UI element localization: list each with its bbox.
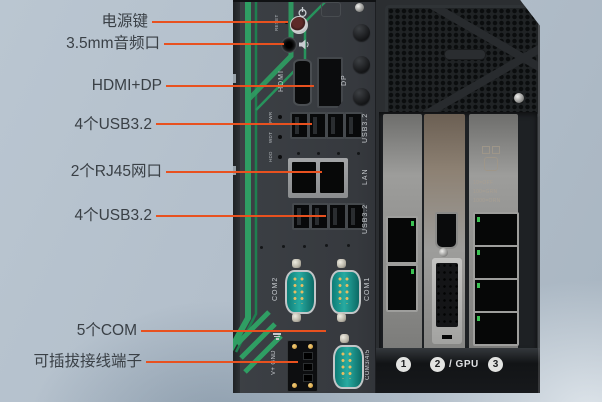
callout-line-com bbox=[141, 330, 326, 332]
com345-label: COM3/4/5 bbox=[365, 349, 371, 381]
callout-label-com: 5个COM bbox=[76, 322, 137, 339]
dp-label: DP bbox=[341, 74, 348, 86]
slot3-rj45-port bbox=[473, 311, 519, 346]
callout-label-terminal: 可插拔接线端子 bbox=[33, 353, 142, 370]
chassis-right-highlight bbox=[538, 24, 540, 393]
slot3-marker: 3 bbox=[488, 357, 503, 372]
slot-marker-strip: 1 2 / GPU 3 bbox=[376, 348, 540, 393]
rj45-port bbox=[320, 162, 344, 193]
gpu-dvi-port bbox=[432, 258, 462, 344]
callout-line-hdmi-dp bbox=[166, 85, 314, 87]
slot1-rj45-port bbox=[386, 216, 418, 264]
punchout-cover bbox=[321, 2, 341, 17]
usb-port bbox=[346, 203, 365, 230]
cert-mark bbox=[482, 146, 490, 154]
callout-line-power bbox=[152, 21, 288, 23]
callout-line-usb-bot bbox=[156, 215, 326, 217]
lan-speed-legend-10: 10=OFF bbox=[473, 180, 494, 186]
antenna-cap bbox=[353, 56, 370, 73]
usb-port bbox=[328, 203, 347, 230]
speaker-icon bbox=[299, 39, 309, 50]
power-button bbox=[290, 16, 308, 34]
usb-port bbox=[308, 112, 327, 139]
cert-emblem bbox=[484, 157, 498, 171]
antenna-cap bbox=[353, 24, 370, 41]
callout-label-rj45: 2个RJ45网口 bbox=[70, 163, 162, 180]
computer-chassis: RESET HDMI DP PWR WDT HDD bbox=[233, 0, 540, 393]
led-label-hdd: HDD bbox=[268, 151, 273, 163]
callout-line-rj45 bbox=[166, 171, 322, 173]
slot2-marker: 2 bbox=[430, 357, 445, 372]
lan-speed-legend-100: 100=GRN bbox=[473, 189, 498, 195]
antenna-cap bbox=[353, 88, 370, 105]
screw bbox=[514, 93, 524, 103]
ground-icon bbox=[273, 333, 281, 340]
com-screw bbox=[337, 259, 346, 268]
dp-port bbox=[317, 57, 343, 108]
vent-handle-slot bbox=[444, 49, 486, 60]
reset-label: RESET bbox=[274, 14, 279, 32]
chassis-clip bbox=[233, 166, 236, 175]
terminal-label: V+ GND bbox=[271, 350, 277, 376]
callout-line-terminal bbox=[146, 361, 298, 363]
screw bbox=[355, 3, 364, 12]
usb-port bbox=[326, 112, 345, 139]
power-icon bbox=[298, 7, 307, 18]
callout-label-audio: 3.5mm音频口 bbox=[66, 35, 160, 52]
hdd-led bbox=[278, 155, 282, 159]
wdt-led bbox=[278, 135, 282, 139]
com345-port bbox=[333, 345, 364, 389]
callout-label-hdmi-dp: HDMI+DP bbox=[91, 77, 162, 94]
callout-line-usb-top bbox=[156, 123, 312, 125]
usb-port bbox=[290, 112, 309, 139]
com-screw bbox=[337, 313, 346, 322]
com2-port bbox=[285, 270, 316, 314]
lan-speed-legend-1000: 1000=ORN bbox=[473, 198, 501, 204]
hdmi-label: HDMI bbox=[278, 70, 285, 92]
slot3-rj45-port bbox=[473, 278, 519, 313]
rj45-port bbox=[292, 162, 316, 193]
hdmi-port bbox=[293, 59, 312, 106]
usb-row2-label: USB3.2 bbox=[362, 203, 369, 235]
com2-label: COM2 bbox=[272, 276, 279, 302]
expansion-section: 10=OFF 100=GRN 1000=ORN 1 2 / GPU 3 bbox=[376, 0, 540, 393]
cert-mark bbox=[492, 146, 500, 154]
slot3-rj45-port bbox=[473, 212, 519, 247]
com-screw bbox=[340, 334, 349, 343]
power-terminal-block bbox=[287, 340, 318, 392]
slot1-marker: 1 bbox=[396, 357, 411, 372]
usb-row1-label: USB3.2 bbox=[362, 112, 369, 144]
led-label-wdt: WDT bbox=[268, 131, 273, 143]
audio-jack bbox=[281, 37, 297, 53]
com-screw bbox=[292, 259, 301, 268]
com1-port bbox=[330, 270, 361, 314]
callout-label-usb-top: 4个USB3.2 bbox=[74, 116, 152, 133]
callout-line-audio bbox=[164, 43, 284, 45]
slot2-gpu-text: / GPU bbox=[449, 359, 479, 370]
callout-label-usb-bot: 4个USB3.2 bbox=[74, 207, 152, 224]
gpu-hdmi-port bbox=[435, 212, 458, 249]
screw bbox=[439, 248, 448, 257]
pwr-led bbox=[278, 115, 282, 119]
com1-label: COM1 bbox=[364, 276, 371, 302]
slot3-rj45-port bbox=[473, 245, 519, 280]
chassis-left-edge bbox=[233, 0, 240, 393]
usb-port bbox=[344, 112, 363, 139]
chassis-clip bbox=[233, 74, 236, 83]
com-screw bbox=[292, 313, 301, 322]
slot1-rj45-port bbox=[386, 264, 418, 312]
lan-label: LAN bbox=[362, 168, 369, 186]
callout-label-power: 电源键 bbox=[101, 13, 148, 30]
